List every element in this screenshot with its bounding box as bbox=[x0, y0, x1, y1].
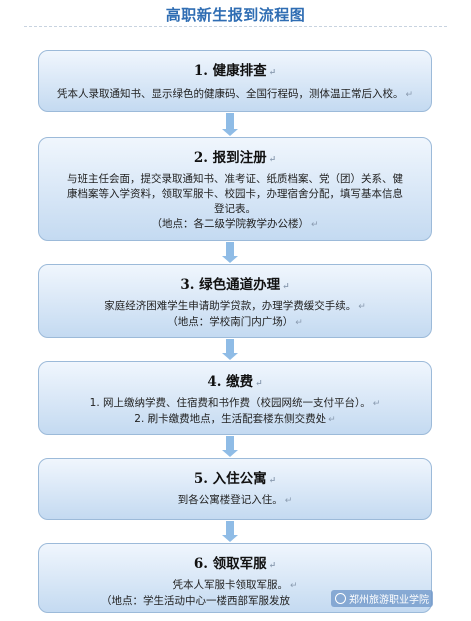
step-1-box: 1. 健康排查↵ 凭本人录取通知书、显示绿色的健康码、全国行程码，测体温正常后入… bbox=[38, 50, 432, 112]
step-5-heading: 5. 入住公寓↵ bbox=[193, 471, 277, 487]
return-mark: ↵ bbox=[405, 90, 414, 100]
step-3-line-2: （地点：学校南门内广场）↵ bbox=[167, 316, 303, 328]
arrow-shaft bbox=[226, 242, 234, 256]
arrow-3-4 bbox=[222, 339, 238, 360]
return-mark: ↵ bbox=[255, 379, 263, 389]
step-3-box: 3. 绿色通道办理↵ 家庭经济困难学生申请助学贷款，办理学费缓交手续。↵ （地点… bbox=[38, 264, 432, 338]
step-3-line-1: 家庭经济困难学生申请助学贷款，办理学费缓交手续。↵ bbox=[104, 300, 366, 312]
step-4-line-1: 1. 网上缴纳学费、住宿费和书作费（校园网统一支付平台）。↵ bbox=[89, 397, 381, 409]
return-mark: ↵ bbox=[289, 581, 298, 591]
return-mark: ↵ bbox=[268, 476, 277, 486]
step-2-line-4: （地点：各二级学院教学办公楼）↵ bbox=[151, 218, 319, 230]
step-2-line-2: 康档案等入学资料，领取军服卡、校园卡，办理宿舍分配，填写基本信息 bbox=[67, 188, 403, 200]
step-2-box: 2. 报到注册↵ 与班主任会面，提交录取通知书、准考证、纸质档案、党（团）关系、… bbox=[38, 137, 432, 241]
arrow-tip bbox=[222, 353, 238, 360]
step-6-box: 6. 领取军服↵ 凭本人军服卡领取军服。↵ （地点：学生活动中心一楼西部军服发放 bbox=[38, 543, 432, 613]
return-mark: ↵ bbox=[284, 496, 293, 506]
arrow-2-3 bbox=[222, 242, 238, 263]
step-3-heading: 3. 绿色通道办理↵ bbox=[180, 277, 290, 293]
title-divider bbox=[24, 26, 447, 27]
return-mark: ↵ bbox=[372, 399, 381, 409]
arrow-shaft bbox=[226, 113, 234, 129]
arrow-tip bbox=[222, 256, 238, 263]
arrow-tip bbox=[222, 535, 238, 542]
step-6-heading: 6. 领取军服↵ bbox=[193, 556, 277, 572]
return-mark: ↵ bbox=[328, 415, 336, 425]
return-mark: ↵ bbox=[268, 68, 277, 78]
step-6-line-2: （地点：学生活动中心一楼西部军服发放 bbox=[101, 595, 290, 607]
arrow-tip bbox=[222, 129, 238, 136]
step-2-heading: 2. 报到注册↵ bbox=[193, 150, 277, 166]
arrow-tip bbox=[222, 450, 238, 457]
arrow-5-6 bbox=[222, 521, 238, 542]
step-4-heading: 4. 缴费↵ bbox=[207, 374, 263, 390]
wechat-icon bbox=[335, 593, 346, 604]
step-2-line-3: 登记表。 bbox=[214, 203, 256, 215]
arrow-shaft bbox=[226, 339, 234, 353]
arrow-shaft bbox=[226, 521, 234, 535]
return-mark: ↵ bbox=[310, 220, 319, 230]
arrow-4-5 bbox=[222, 436, 238, 457]
step-5-line-1: 到各公寓楼登记入住。↵ bbox=[177, 494, 293, 506]
watermark-text: 郑州旅游职业学院 bbox=[349, 595, 429, 606]
return-mark: ↵ bbox=[282, 282, 290, 292]
watermark: 郑州旅游职业学院 bbox=[331, 590, 433, 607]
return-mark: ↵ bbox=[295, 318, 303, 328]
page-title: 高职新生报到流程图 bbox=[165, 6, 306, 24]
step-5-box: 5. 入住公寓↵ 到各公寓楼登记入住。↵ bbox=[38, 458, 432, 520]
step-4-box: 4. 缴费↵ 1. 网上缴纳学费、住宿费和书作费（校园网统一支付平台）。↵ 2.… bbox=[38, 361, 432, 435]
return-mark: ↵ bbox=[358, 302, 366, 312]
return-mark: ↵ bbox=[268, 561, 277, 571]
step-2-line-1: 与班主任会面，提交录取通知书、准考证、纸质档案、党（团）关系、健 bbox=[67, 173, 403, 185]
step-6-line-1: 凭本人军服卡领取军服。↵ bbox=[172, 579, 298, 591]
step-1-heading: 1. 健康排查↵ bbox=[193, 63, 277, 79]
return-mark: ↵ bbox=[268, 155, 277, 165]
step-1-line-1: 凭本人录取通知书、显示绿色的健康码、全国行程码，测体温正常后入校。↵ bbox=[56, 88, 414, 100]
arrow-1-2 bbox=[222, 113, 238, 136]
step-4-line-2: 2. 刷卡缴费地点，生活配套楼东侧交费处↵ bbox=[134, 413, 336, 425]
arrow-shaft bbox=[226, 436, 234, 450]
